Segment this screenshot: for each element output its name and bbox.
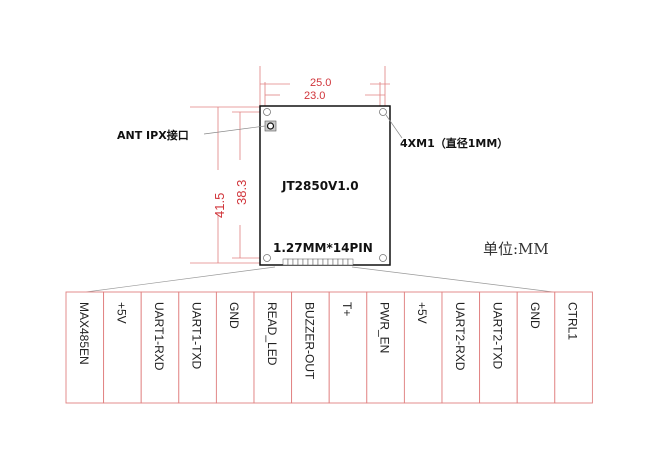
pin-cell [403, 291, 443, 404]
header-pin [332, 258, 339, 266]
header-pin [347, 258, 354, 266]
pin-cell [479, 291, 518, 404]
header-pin [322, 258, 329, 266]
dim-width-inner: 23.0 [304, 90, 325, 102]
pin-cell [516, 291, 556, 404]
dim-height-outer: 41.5 [212, 193, 227, 218]
pin-cell [328, 291, 368, 404]
leader-line [351, 266, 554, 293]
pin-label: PWR_EN [378, 302, 392, 353]
unit-label: 单位:MM [483, 240, 549, 258]
pin-cell [215, 291, 255, 404]
dim-width-outer: 25.0 [310, 77, 331, 89]
pin-cell [441, 291, 481, 404]
mount-hole [263, 108, 271, 116]
header-pin [307, 258, 314, 266]
pin-cell [554, 291, 593, 404]
header-pin [327, 258, 334, 266]
pin-label: UART1-RXD [152, 302, 166, 371]
pin-cell [291, 291, 330, 404]
pin-label: +5V [114, 302, 128, 324]
header-pin [292, 258, 299, 266]
pin-label: BUZZER-OUT [302, 302, 316, 380]
dim-height-inner: 38.3 [234, 180, 249, 205]
pin-cell [65, 291, 105, 404]
connector-label: 1.27MM*14PIN [273, 241, 373, 255]
header-pin [282, 258, 289, 266]
header-pin [312, 258, 319, 266]
pin-label: GND [227, 302, 241, 329]
header-pin [342, 258, 349, 266]
pin-label: CTRL1 [566, 302, 580, 340]
pin-cell [253, 291, 293, 404]
header-pin [317, 258, 324, 266]
header-pin [297, 258, 304, 266]
pin-cell [140, 291, 180, 404]
pin-cell [366, 291, 405, 404]
pin-label: T+ [340, 302, 354, 316]
pin-label: GND [528, 302, 542, 329]
mount-hole [379, 108, 387, 116]
mount-hole-label: 4XM1（直径1MM） [400, 136, 508, 150]
header-pin [337, 258, 344, 266]
mount-hole [379, 254, 387, 262]
leader-line [85, 266, 276, 293]
pin-label: UART1-TXD [190, 302, 204, 369]
pin-label: UART2-RXD [453, 302, 467, 371]
pin-label: MAX485EN [77, 302, 91, 365]
leader-line [385, 114, 403, 139]
pin-header [282, 258, 354, 266]
mount-hole [263, 254, 271, 262]
pin-cell [103, 291, 142, 404]
pin-table: MAX485EN +5V UART1-RXD UART1-TXD GND READ_LED… [65, 291, 593, 404]
header-pin [287, 258, 294, 266]
antenna-connector-ring [266, 122, 275, 130]
pin-label: UART2-TXD [490, 302, 504, 369]
pin-label: +5V [415, 302, 429, 324]
pin-label: READ_LED [265, 302, 279, 366]
antenna-label: ANT IPX接口 [117, 128, 189, 142]
module-board [259, 105, 391, 266]
leader-line [203, 125, 266, 135]
header-pin [302, 258, 309, 266]
board-name: JT2850V1.0 [281, 179, 359, 193]
